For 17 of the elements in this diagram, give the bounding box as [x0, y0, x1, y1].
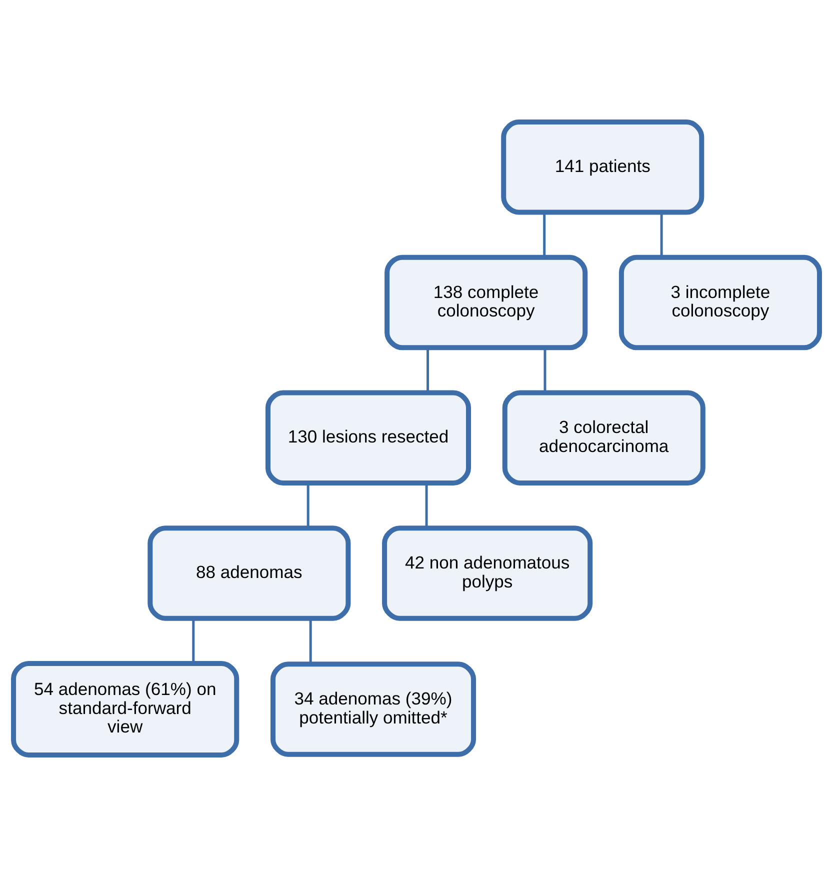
- node-box: 88 adenomas: [148, 525, 351, 620]
- connector: [544, 347, 546, 392]
- node-box: 3 incomplete colonoscopy: [618, 254, 822, 350]
- node-box: 54 adenomas (61%) on standard-forward view: [11, 660, 240, 757]
- node-box: 138 complete colonoscopy: [384, 254, 588, 350]
- connector: [425, 482, 428, 528]
- node-box: 34 adenomas (39%) potentially omitted*: [270, 661, 476, 756]
- connector: [426, 347, 430, 392]
- connector: [660, 212, 663, 256]
- connector: [192, 618, 195, 663]
- connector: [306, 482, 310, 528]
- node-box: 42 non adenomatous polyps: [382, 525, 593, 620]
- node-box: 130 lesions resected: [265, 390, 472, 485]
- node-box: 141 patients: [501, 119, 704, 214]
- connector: [309, 618, 312, 664]
- node-box: 3 colorectal adenocarcinoma: [502, 390, 706, 485]
- connector: [543, 212, 546, 256]
